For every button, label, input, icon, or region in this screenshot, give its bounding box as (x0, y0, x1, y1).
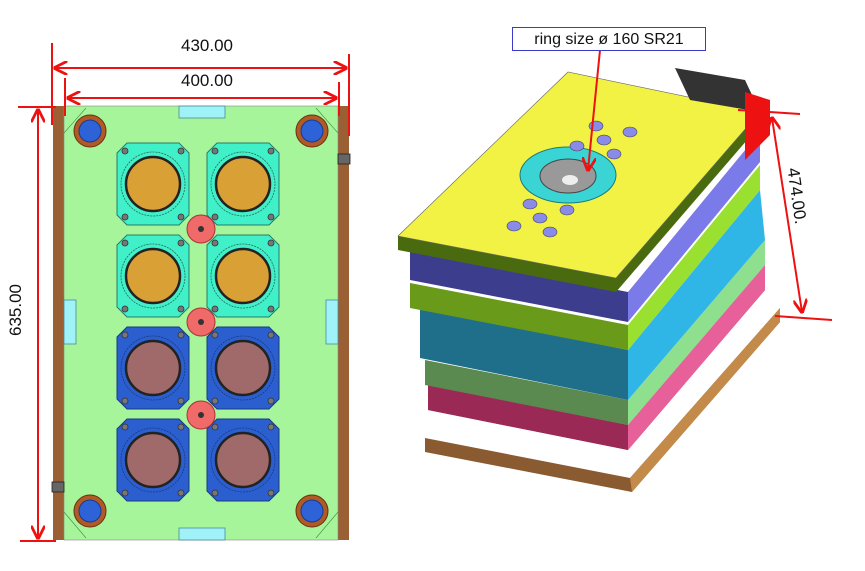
ring-size-callout: ring size ø 160 SR21 (512, 27, 706, 51)
right-assembly-view (397, 49, 833, 492)
dimension-height: 635.00 (6, 284, 25, 336)
guide-pin-icon (73, 114, 107, 148)
left-plate-view (18, 43, 351, 542)
guide-pin-icon (73, 494, 107, 528)
dimension-inner-width: 400.00 (181, 71, 233, 90)
dimension-outer-width: 430.00 (181, 36, 233, 55)
guide-pin-icon (295, 494, 329, 528)
guide-pin-icon (295, 114, 329, 148)
